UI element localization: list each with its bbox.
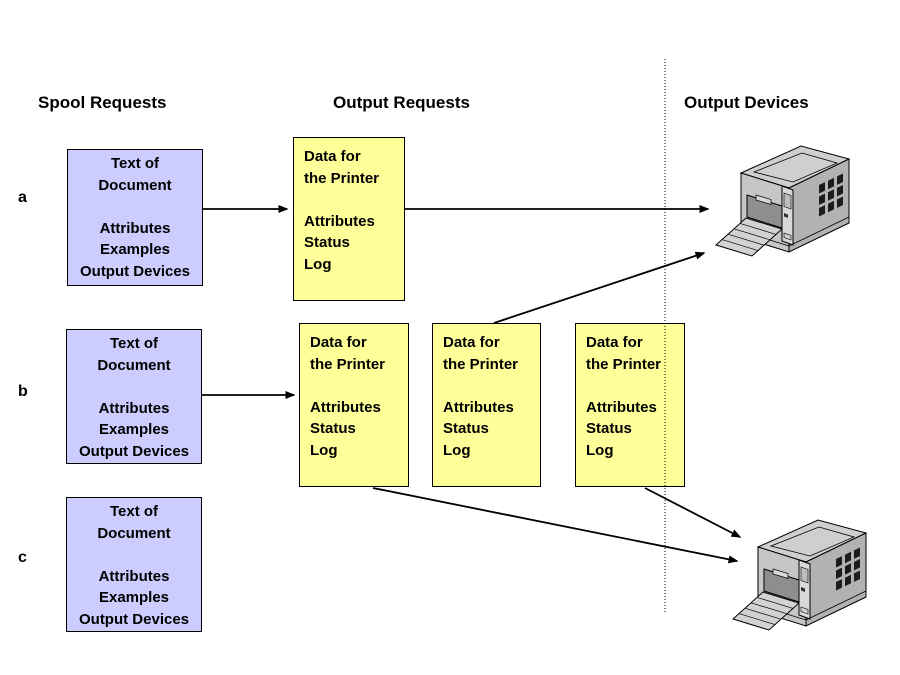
- box-line: the Printer: [304, 169, 380, 187]
- box-line: Attributes: [98, 567, 170, 585]
- output-request-box-b1: Data for the Printer Attributes Status L…: [299, 323, 409, 487]
- box-line: Attributes: [310, 398, 381, 416]
- box-line-spacer: [67, 544, 201, 566]
- spool-request-box-a: Text of Document Attributes Examples Out…: [67, 149, 203, 286]
- row-label-a: a: [18, 189, 27, 206]
- box-line: Status: [443, 420, 489, 437]
- box-line: Log: [586, 441, 614, 459]
- box-line: Data for: [443, 334, 500, 351]
- box-line-spacer: [67, 376, 201, 398]
- box-line: Examples: [99, 241, 171, 258]
- box-line: Log: [304, 255, 332, 273]
- output-request-box-b3: Data for the Printer Attributes Status L…: [575, 323, 685, 487]
- header-output-devices: Output Devices: [684, 93, 809, 112]
- arrow-output-b1-to-printer-bottom: [372, 487, 739, 564]
- spool-request-box-b: Text of Document Attributes Examples Out…: [66, 329, 202, 464]
- box-line: Output Devices: [78, 442, 190, 460]
- box-line: the Printer: [443, 355, 519, 373]
- box-line: Log: [443, 441, 471, 459]
- box-line: Attributes: [99, 219, 171, 237]
- box-line: Attributes: [304, 212, 375, 230]
- box-line: Attributes: [443, 398, 514, 416]
- printer-icon: [732, 519, 867, 631]
- box-line: Text of: [110, 155, 160, 172]
- box-line: the Printer: [586, 355, 662, 373]
- box-line-spacer: [443, 375, 540, 397]
- arrow-output-b3-to-printer-bottom: [644, 487, 742, 538]
- box-line: Examples: [98, 589, 170, 606]
- box-line: the Printer: [310, 355, 386, 373]
- box-line: Data for: [586, 334, 643, 351]
- printer-icon: [715, 145, 850, 257]
- box-line-spacer: [310, 375, 408, 397]
- box-line-spacer: [586, 375, 684, 397]
- row-label-b: b: [18, 383, 28, 400]
- box-line: Text of: [109, 503, 159, 520]
- box-line-spacer: [68, 196, 202, 218]
- output-request-box-a1: Data for the Printer Attributes Status L…: [293, 137, 405, 301]
- box-line: Output Devices: [78, 610, 190, 628]
- box-line: Data for: [304, 148, 361, 165]
- box-line: Status: [310, 420, 356, 437]
- header-output-requests: Output Requests: [333, 93, 470, 112]
- box-line: Attributes: [98, 399, 170, 417]
- box-line: Document: [97, 524, 171, 542]
- box-line: Output Devices: [79, 262, 191, 280]
- box-line: Log: [310, 441, 338, 459]
- box-line: Status: [304, 234, 350, 251]
- box-line: Status: [586, 420, 632, 437]
- row-label-c: c: [18, 549, 27, 566]
- box-line: Document: [98, 176, 172, 194]
- box-line-spacer: [304, 189, 404, 211]
- box-line: Data for: [310, 334, 367, 351]
- box-line: Document: [97, 356, 171, 374]
- output-request-box-b2: Data for the Printer Attributes Status L…: [432, 323, 541, 487]
- box-line: Attributes: [586, 398, 657, 416]
- box-line: Examples: [98, 421, 170, 438]
- spool-request-box-c: Text of Document Attributes Examples Out…: [66, 497, 202, 632]
- header-spool-requests: Spool Requests: [38, 93, 167, 112]
- arrow-output-b2-to-printer-top: [493, 251, 706, 324]
- box-line: Text of: [109, 335, 159, 352]
